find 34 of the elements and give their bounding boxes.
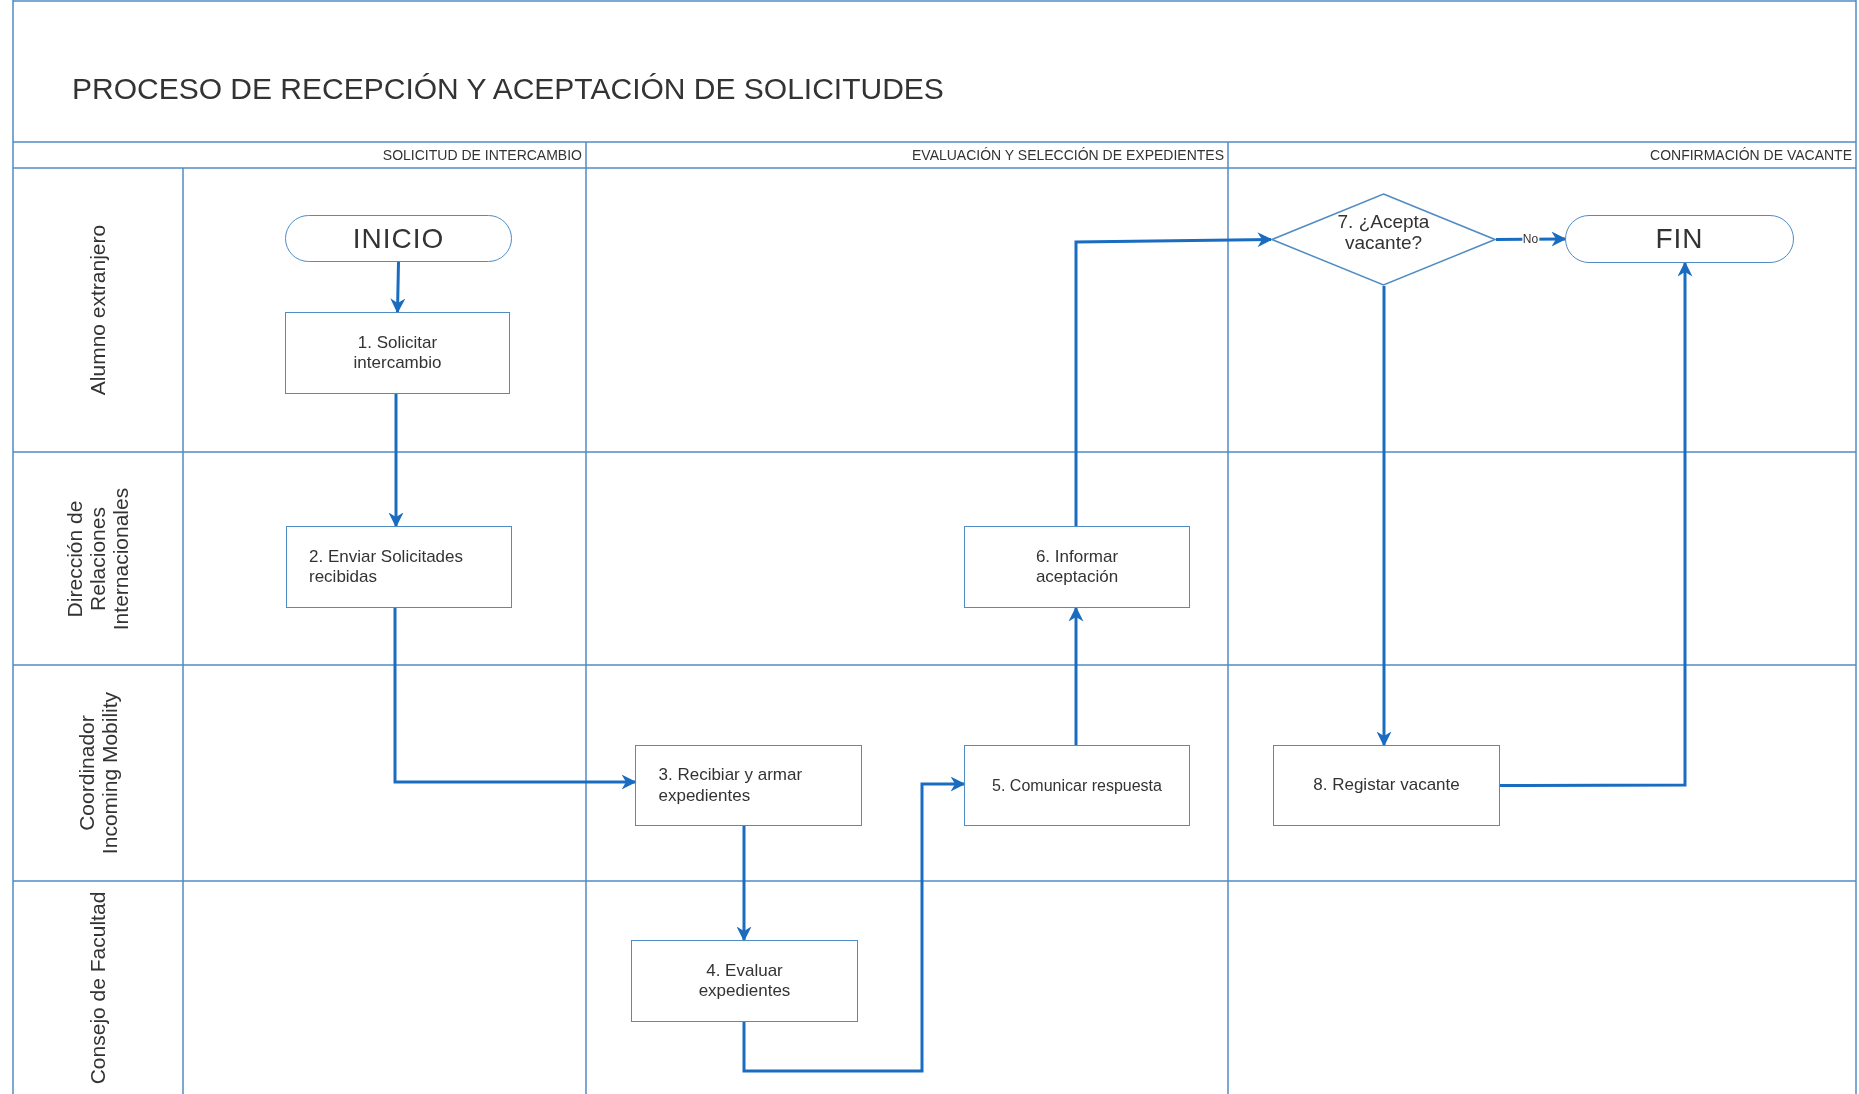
lane-label: Coordinador Incoming Mobility	[74, 690, 122, 857]
flow-arrow	[1074, 232, 1273, 526]
flow-arrow	[390, 261, 406, 314]
process-box	[631, 940, 858, 1022]
lane-label: Alumno extranjero	[86, 223, 110, 398]
flow-arrow	[742, 776, 966, 1073]
terminator-label: INICIO	[352, 222, 445, 255]
flow-arrow	[1068, 606, 1084, 745]
process-label: 6. Informar aceptación	[1034, 546, 1120, 588]
process-label: 1. Solicitar intercambio	[352, 332, 443, 374]
flow-arrow	[1376, 286, 1392, 747]
flow-arrow	[388, 394, 404, 528]
process-box	[1273, 745, 1500, 826]
process-label: 8. Registar vacante	[1313, 775, 1460, 796]
process-label: 2. Enviar Solicitades recibidas	[309, 546, 465, 588]
process-label: 4. Evaluar expedientes	[697, 960, 792, 1002]
decision-label: 7. ¿Acepta vacante?	[1336, 211, 1431, 254]
flow-arrow	[393, 608, 637, 790]
process-box	[286, 526, 512, 608]
phase-label: SOLICITUD DE INTERCAMBIO	[382, 147, 582, 163]
diagram-title: PROCESO DE RECEPCIÓN Y ACEPTACIÓN DE SOLICITUDES	[72, 72, 944, 106]
phase-label: EVALUACIÓN Y SELECCIÓN DE EXPEDIENTES	[912, 147, 1224, 163]
process-box	[964, 745, 1190, 826]
process-label: 3. Recibiar y armar expedientes	[658, 765, 804, 806]
phase-label: CONFIRMACIÓN DE VACANTE	[1650, 147, 1852, 163]
lane-label: Consejo de Facultad	[86, 891, 110, 1084]
flow-arrow	[736, 826, 752, 942]
process-box	[285, 312, 510, 394]
process-box	[964, 526, 1190, 608]
process-box	[635, 745, 862, 826]
flow-arrow	[1500, 261, 1693, 787]
lane-label: Dirección de Relaciones Internacionales	[63, 486, 133, 632]
process-label: 5. Comunicar respuesta	[992, 775, 1162, 796]
terminator-label: FIN	[1655, 223, 1704, 255]
